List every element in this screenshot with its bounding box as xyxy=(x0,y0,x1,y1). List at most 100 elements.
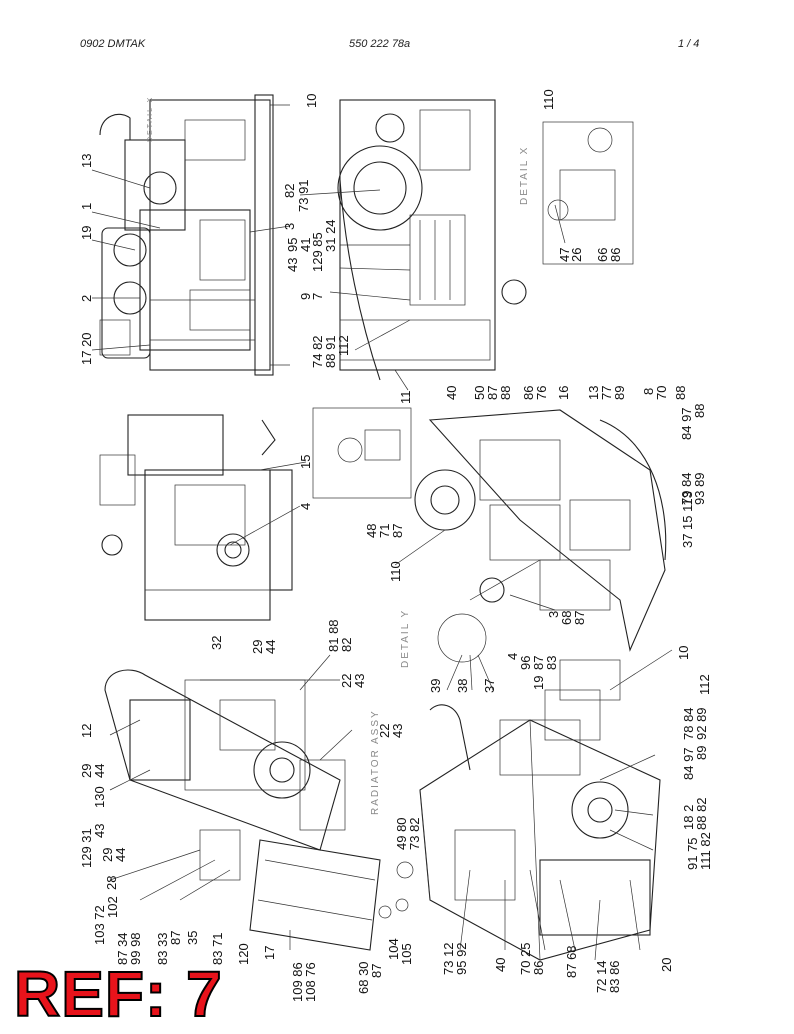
leader-lines xyxy=(91,169,673,961)
callout: 103 72 xyxy=(92,905,107,945)
callout: 73 82 xyxy=(407,817,422,850)
callout: 41 xyxy=(298,238,313,252)
callout: 13 xyxy=(586,386,601,400)
view-top-left xyxy=(99,94,290,376)
callout: 48 xyxy=(364,524,379,538)
callout: 87 xyxy=(390,524,405,538)
callout: 76 xyxy=(534,386,549,400)
callout: 86 xyxy=(521,386,536,400)
callout: 83 71 xyxy=(210,932,225,965)
callout: 83 xyxy=(544,656,559,670)
callout: 84 97 xyxy=(681,747,696,780)
callout: 19 xyxy=(531,676,546,690)
callout: 47 xyxy=(557,248,572,262)
callout: 8 xyxy=(641,388,656,395)
callout: 87 xyxy=(485,386,500,400)
callout: 77 xyxy=(599,386,614,400)
callout: 87 xyxy=(168,931,183,945)
callout: 72 14 xyxy=(594,960,609,993)
callout: 37 xyxy=(482,679,497,693)
callout: 83 33 xyxy=(155,932,170,965)
callout: 9 xyxy=(298,293,313,300)
callout: 40 xyxy=(444,386,459,400)
callout: 83 86 xyxy=(607,960,622,993)
callout: 86 xyxy=(531,961,546,975)
callout: 43 xyxy=(352,674,367,688)
callout: 66 xyxy=(595,248,610,262)
callout: 86 xyxy=(608,248,623,262)
callout: 15 113 xyxy=(680,491,695,530)
callout: 84 97 xyxy=(679,407,694,440)
callout: 82 xyxy=(339,638,354,652)
callout: 40 xyxy=(493,958,508,972)
callout: 29 xyxy=(250,640,265,654)
callout: 2 xyxy=(79,295,94,302)
callout: 31 24 xyxy=(323,219,338,252)
callout: 49 80 xyxy=(394,817,409,850)
callout: 19 xyxy=(79,226,94,240)
callout: 89 xyxy=(694,746,709,760)
callout: 109 86 xyxy=(290,962,305,1002)
callout: 99 98 xyxy=(128,932,143,965)
callout: 104 xyxy=(386,938,401,960)
callout: 20 xyxy=(659,958,674,972)
callout: 22 xyxy=(339,674,354,688)
callout: 10 xyxy=(304,94,319,108)
callout: 129 85 xyxy=(310,232,325,272)
callout: 130 xyxy=(92,786,107,808)
callout: 22 xyxy=(377,724,392,738)
callout: 71 xyxy=(377,524,392,538)
header-doc-code: 0902 DMTAK xyxy=(80,38,146,50)
callout: 82 xyxy=(282,184,297,198)
callout: 93 89 xyxy=(692,472,707,505)
callout: 3 xyxy=(282,223,297,230)
callout: 87 xyxy=(572,611,587,625)
callout: 17 20 xyxy=(79,332,94,365)
callout: 70 xyxy=(654,386,669,400)
callout: 44 xyxy=(92,764,107,778)
view-top-right xyxy=(337,99,634,381)
callout: 89 xyxy=(612,386,627,400)
callout: 73 12 xyxy=(441,942,456,975)
callout: 1 xyxy=(79,203,94,210)
callout: 35 xyxy=(185,931,200,945)
callout: 88 xyxy=(673,386,688,400)
callout: 95 xyxy=(285,238,300,252)
callout: 44 xyxy=(263,640,278,654)
callout: 88 xyxy=(498,386,513,400)
callout: 26 xyxy=(569,248,584,262)
callout: 68 xyxy=(559,611,574,625)
callout: 50 xyxy=(472,386,487,400)
callout: 120 xyxy=(236,943,251,965)
header-page-number: 1 / 4 xyxy=(678,38,700,50)
view-bottom-right xyxy=(419,659,661,961)
callout: 15 xyxy=(298,455,313,469)
callout: 129 31 xyxy=(79,828,94,868)
callout: 92 89 xyxy=(694,707,709,740)
callout: 88 91 xyxy=(323,335,338,368)
view-bottom-left xyxy=(104,669,414,951)
callout: 95 92 xyxy=(454,942,469,975)
callout: 87 xyxy=(369,964,384,978)
callout: 11 xyxy=(398,391,413,405)
callout: 88 82 xyxy=(694,797,709,830)
callout: 70 25 xyxy=(518,942,533,975)
ref-stamp: REF: 7 xyxy=(13,958,223,1030)
callout: 43 xyxy=(285,258,300,272)
callout: 111 82 xyxy=(698,832,713,870)
detail-x-label-large: DETAIL X xyxy=(519,146,530,205)
callout: 73 91 xyxy=(296,179,311,212)
header-part-number: 550 222 78a xyxy=(349,38,411,50)
callout: 79 84 xyxy=(679,472,694,505)
callout: 96 xyxy=(518,656,533,670)
callout: 43 xyxy=(92,824,107,838)
callout: 13 xyxy=(79,154,94,168)
callout: 29 xyxy=(79,764,94,778)
callout: 108 76 xyxy=(303,962,318,1002)
callout: 87 xyxy=(531,656,546,670)
callout: 28 xyxy=(104,876,119,890)
callout: 38 xyxy=(455,679,470,693)
callout: 12 xyxy=(79,724,94,738)
callout: 68 30 xyxy=(356,961,371,994)
